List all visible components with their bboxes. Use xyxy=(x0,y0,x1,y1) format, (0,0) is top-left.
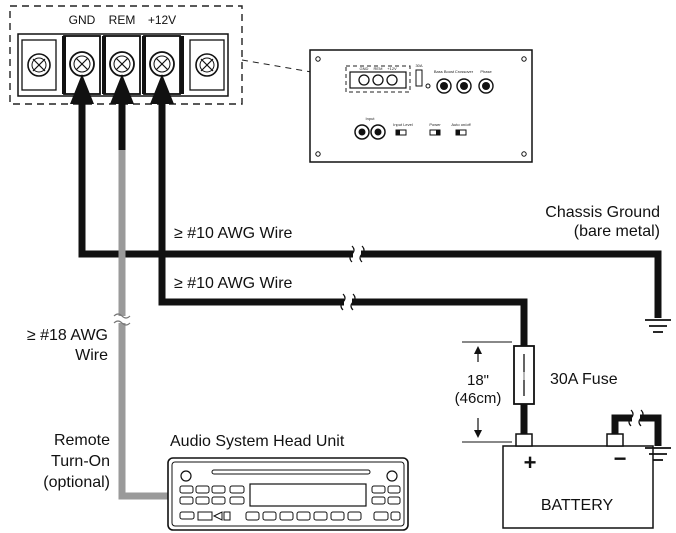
fuse-icon xyxy=(513,345,535,405)
chassis-ground-label-2: (bare metal) xyxy=(574,223,660,240)
distance-dimension xyxy=(462,341,512,443)
amp-knob-label-crossover: Crossover xyxy=(455,69,474,74)
head-unit-body xyxy=(167,457,409,531)
dimension-arrow-up-icon xyxy=(474,346,482,354)
amplifier-panel: GND REM +12V 30A Bass Boost Crossover Ph… xyxy=(309,49,533,163)
remote-wire-label-1: ≥ #18 AWG xyxy=(27,327,108,344)
head-unit-right-buttons xyxy=(371,485,401,505)
battery-icon xyxy=(502,433,654,529)
dimension-arrow-down-icon xyxy=(474,430,482,438)
amp-switch-label-power: Power xyxy=(429,122,441,127)
amp-input-label: Input xyxy=(366,116,376,121)
ground-wire xyxy=(78,150,662,318)
amp-knob-label-bass: Bass Boost xyxy=(434,69,455,74)
amp-panel-body xyxy=(309,49,533,163)
wire-break-remote xyxy=(113,313,131,326)
wire-break-ground xyxy=(349,245,365,263)
terminal-label-rem: REM xyxy=(109,13,136,27)
ground-wire-label: ≥ #10 AWG Wire xyxy=(174,225,293,242)
battery-plus-sign: + xyxy=(524,450,537,475)
distance-label-cm: (46cm) xyxy=(455,390,502,407)
amp-terminal-gnd-icon xyxy=(358,74,370,86)
amp-rca-input-icon xyxy=(354,124,386,140)
fuse-label: 30A Fuse xyxy=(550,371,618,388)
head-unit-faceplate xyxy=(171,461,405,527)
head-unit-cd-slot xyxy=(211,469,371,475)
remote-turn-on-label-3: (optional) xyxy=(43,474,110,491)
battery-label: BATTERY xyxy=(541,497,614,514)
amp-fuse-label: 30A xyxy=(415,63,422,68)
arrow-into-gnd-icon xyxy=(70,74,94,150)
battery-terminal-positive xyxy=(515,433,533,447)
amp-switch-power-icon xyxy=(429,129,441,136)
chassis-ground-symbol-icon xyxy=(645,319,671,333)
amp-switch-auto-icon xyxy=(455,129,467,136)
remote-wire xyxy=(118,150,168,500)
head-unit-left-buttons xyxy=(179,485,245,505)
terminal-label-12v: +12V xyxy=(148,13,176,27)
mounting-screw-right-icon xyxy=(189,39,225,91)
amp-term-label-rem: REM xyxy=(374,66,383,71)
distance-label-inches: 18" xyxy=(467,372,489,389)
amp-fuse-icon xyxy=(415,69,423,87)
terminal-label-gnd: GND xyxy=(69,13,96,27)
battery-ground-symbol-icon xyxy=(645,447,671,461)
power-wire xyxy=(158,150,528,346)
head-unit-title: Audio System Head Unit xyxy=(170,433,345,450)
head-unit-icon xyxy=(167,457,409,531)
battery-terminal-negative xyxy=(606,433,624,447)
amp-knob-label-phase: Phase xyxy=(480,69,492,74)
chassis-ground-label-1: Chassis Ground xyxy=(545,204,660,221)
amp-knob-crossover-icon xyxy=(456,78,472,94)
amp-switch-input-level-icon xyxy=(395,129,407,136)
mounting-screw-left-icon xyxy=(21,39,57,91)
amp-term-label-gnd: GND xyxy=(360,66,369,71)
remote-wire-label-2: Wire xyxy=(75,347,108,364)
arrow-into-rem-icon xyxy=(110,74,134,150)
wire-break-power xyxy=(340,293,356,311)
amp-switch-label-input: Input Level xyxy=(393,122,413,127)
power-wire-label: ≥ #10 AWG Wire xyxy=(174,275,293,292)
arrow-into-12v-icon xyxy=(150,74,174,150)
amp-knob-bass-boost-icon xyxy=(436,78,452,94)
head-unit-knob-right-icon xyxy=(386,470,398,482)
amp-switch-label-auto: Auto on/off xyxy=(451,122,471,127)
battery-body xyxy=(502,445,654,529)
remote-turn-on-label-2: Turn-On xyxy=(51,453,110,470)
head-unit-display xyxy=(249,483,367,507)
amp-terminal-highlight xyxy=(345,65,411,93)
amp-term-label-12v: +12V xyxy=(387,66,397,71)
remote-turn-on-label-1: Remote xyxy=(54,432,110,449)
wire-break-battery-ground xyxy=(628,409,644,427)
head-unit-knob-left-icon xyxy=(180,470,192,482)
amp-knob-phase-icon xyxy=(478,78,494,94)
head-unit-preset-buttons xyxy=(179,511,401,521)
battery-minus-sign: − xyxy=(614,446,627,471)
amp-terminal-12v-icon xyxy=(386,74,398,86)
head-unit-eject-icon xyxy=(197,511,231,521)
amp-terminal-rem-icon xyxy=(372,74,384,86)
